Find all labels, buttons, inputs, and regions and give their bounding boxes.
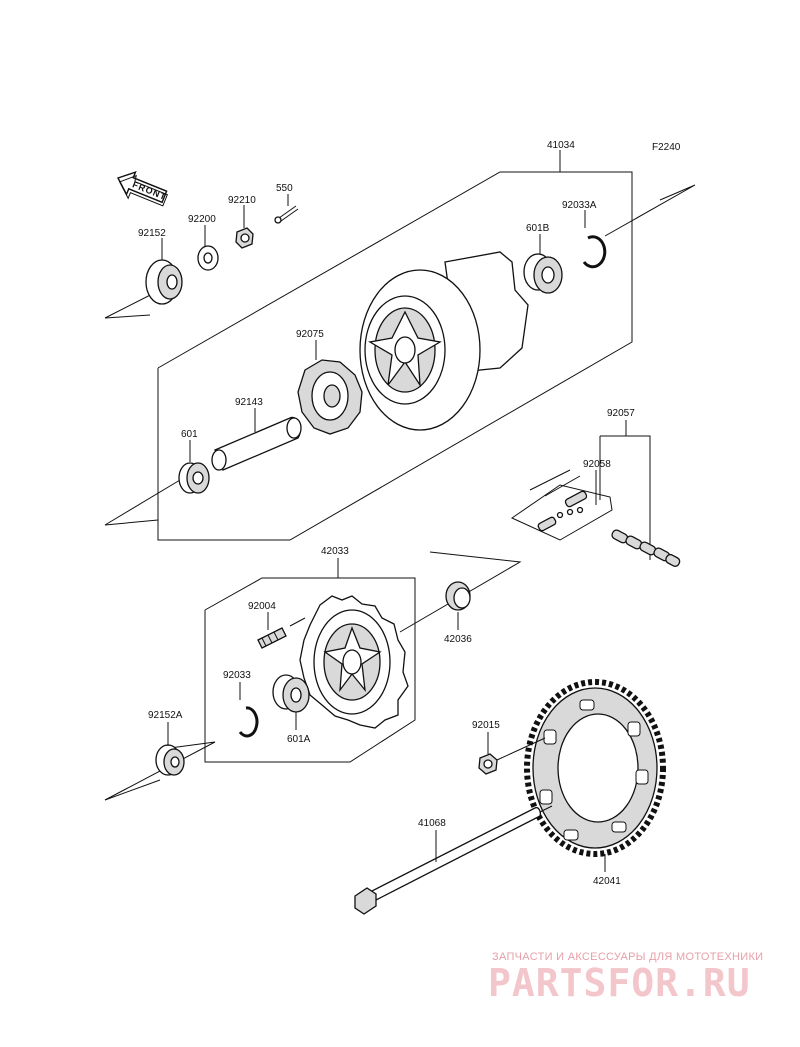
label-41034: 41034 <box>547 140 575 151</box>
label-92152: 92152 <box>138 228 166 239</box>
label-601A: 601A <box>287 734 311 745</box>
drive-chain <box>510 420 681 567</box>
sprocket-carrier-42033 <box>299 595 409 729</box>
label-92033A: 92033A <box>562 200 597 211</box>
wheel-hub-41034 <box>359 251 529 431</box>
cotter-pin-550 <box>274 194 299 224</box>
chain-link-clips <box>537 490 588 532</box>
bearing-601B <box>523 234 563 294</box>
label-92058: 92058 <box>583 459 611 470</box>
damper-92075 <box>297 340 363 435</box>
label-92210: 92210 <box>228 195 256 206</box>
collar-tube-92143 <box>211 408 302 471</box>
label-550: 550 <box>276 183 293 194</box>
bearing-601 <box>178 440 210 494</box>
label-42033: 42033 <box>321 546 349 557</box>
collar-92152 <box>145 238 183 305</box>
label-92015: 92015 <box>472 720 500 731</box>
watermark: ЗАПЧАСТИ И АКСЕССУАРЫ ДЛЯ МОТОТЕХНИКИ PA… <box>488 951 763 1005</box>
hub-assembly-outline <box>104 150 696 541</box>
circlip-92033 <box>238 682 259 738</box>
diagram-code: F2240 <box>652 142 681 153</box>
washer-92200 <box>197 225 219 271</box>
front-arrow-icon: FRONT <box>117 170 168 207</box>
rear-sprocket-42041 <box>524 679 666 872</box>
watermark-logo: PARTSFOR.RU <box>488 961 751 1005</box>
stud-92004 <box>257 612 306 649</box>
label-42036: 42036 <box>444 634 472 645</box>
sprocket-hub-outline <box>104 551 522 801</box>
label-42041: 42041 <box>593 876 621 887</box>
label-92200: 92200 <box>188 214 216 225</box>
axle-41068 <box>354 805 553 915</box>
circlip-92033A <box>582 210 607 269</box>
bearing-601A <box>272 674 310 730</box>
nut-92210 <box>235 205 254 249</box>
nut-92015 <box>478 732 546 775</box>
collar-92152A <box>155 722 185 776</box>
label-92057: 92057 <box>607 408 635 419</box>
part-labels: 41034 92152 92200 92210 550 92033A 601B … <box>138 140 635 887</box>
chain-segment <box>611 529 681 567</box>
label-601: 601 <box>181 429 198 440</box>
label-41068: 41068 <box>418 818 446 829</box>
label-92004: 92004 <box>248 601 276 612</box>
watermark-tagline: ЗАПЧАСТИ И АКСЕССУАРЫ ДЛЯ МОТОТЕХНИКИ <box>492 951 763 963</box>
label-92152A: 92152A <box>148 710 183 721</box>
label-92033: 92033 <box>223 670 251 681</box>
label-601B: 601B <box>526 223 550 234</box>
cap-42036 <box>445 581 471 630</box>
label-92075: 92075 <box>296 329 324 340</box>
front-label: FRONT <box>131 179 168 202</box>
label-92143: 92143 <box>235 397 263 408</box>
